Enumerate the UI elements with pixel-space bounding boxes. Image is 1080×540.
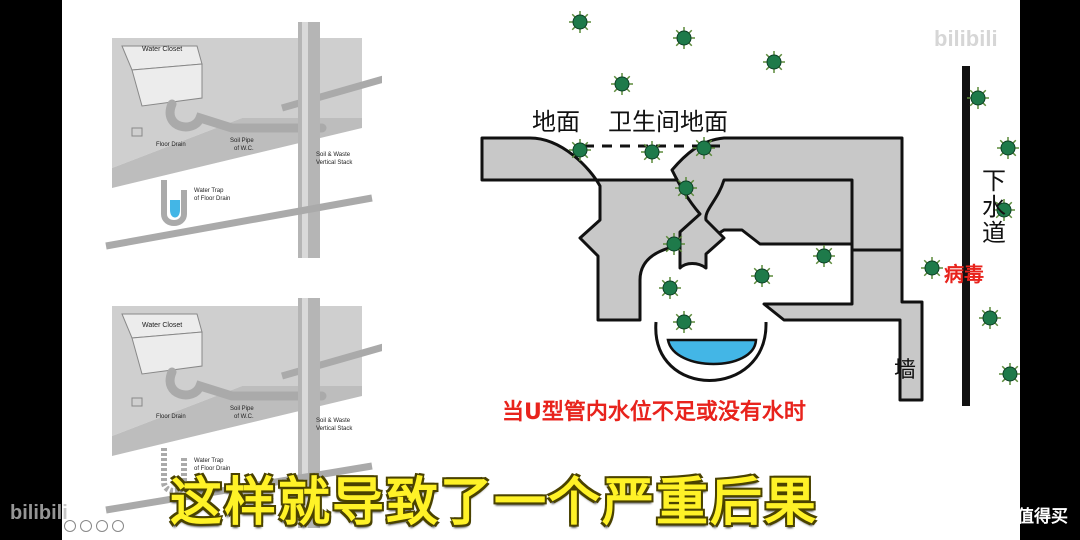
label-vertical-stack: Vertical Stack bbox=[316, 160, 353, 166]
virus-icon bbox=[967, 87, 989, 109]
label-soil-waste: Soil & Waste bbox=[316, 152, 351, 158]
player-controls bbox=[64, 520, 124, 534]
virus-icon bbox=[763, 51, 785, 73]
video-subtitle: 这样就导致了一个严重后果 bbox=[170, 473, 819, 533]
control-icon[interactable] bbox=[112, 520, 124, 532]
label-sewer-text: 下水道 bbox=[982, 167, 1006, 247]
trap-diagram: 地面 卫生间地面 下水道 病毒 墙 当U型管内水位不足或没有水时 bbox=[462, 0, 1020, 440]
brand-badge: 值 什么值得买 bbox=[960, 507, 1068, 527]
schematic-top-drawing bbox=[105, 22, 423, 258]
label-water-trap: Water Trap bbox=[194, 188, 224, 194]
virus-icon bbox=[921, 257, 943, 279]
virus-icon bbox=[659, 277, 681, 299]
virus-icon bbox=[993, 199, 1015, 221]
bilibili-watermark-top: bilibili bbox=[934, 26, 998, 51]
label-water-trap: Water Trap bbox=[194, 458, 224, 464]
label-virus: 病毒 bbox=[944, 262, 984, 286]
slide: Water Closet Floor Drain Soil Pipe of W.… bbox=[62, 0, 1020, 540]
bilibili-watermark-bottom: bilibili bbox=[10, 502, 68, 524]
virus-icon bbox=[569, 11, 591, 33]
virus-icon bbox=[673, 27, 695, 49]
virus-icon bbox=[997, 137, 1019, 159]
label-water-closet: Water Closet bbox=[142, 322, 183, 329]
label-soil-pipe: Soil Pipe bbox=[230, 138, 254, 144]
label-soil-pipe-sub: of W.C. bbox=[234, 146, 254, 152]
virus-icon bbox=[813, 245, 835, 267]
virus-icon bbox=[693, 137, 715, 159]
virus-icon bbox=[611, 73, 633, 95]
control-icon[interactable] bbox=[64, 520, 76, 532]
virus-icon bbox=[641, 141, 663, 163]
label-soil-waste: Soil & Waste bbox=[316, 418, 351, 424]
schematic-top: Water Closet Floor Drain Soil Pipe of W.… bbox=[102, 18, 423, 258]
schematic-bottom: Water Closet Floor Drain Soil Pipe of W.… bbox=[102, 298, 423, 528]
label-soil-pipe: Soil Pipe bbox=[230, 406, 254, 412]
label-ground: 地面 bbox=[532, 108, 580, 136]
label-vertical-stack: Vertical Stack bbox=[316, 426, 353, 432]
label-soil-pipe-sub: of W.C. bbox=[234, 414, 254, 420]
label-wall: 墙 bbox=[894, 358, 917, 383]
label-water-trap-sub: of Floor Drain bbox=[194, 466, 231, 472]
label-sewer: 下水道 bbox=[982, 168, 1010, 246]
diagram-caption: 当U型管内水位不足或没有水时 bbox=[502, 400, 806, 425]
label-bathroom-floor: 卫生间地面 bbox=[608, 108, 728, 136]
virus-icon bbox=[979, 307, 1001, 329]
label-floor-drain: Floor Drain bbox=[156, 414, 186, 420]
virus-icon bbox=[675, 177, 697, 199]
label-floor-drain: Floor Drain bbox=[156, 142, 186, 148]
virus-icon bbox=[569, 139, 591, 161]
virus-icon bbox=[751, 265, 773, 287]
trap-diagram-drawing bbox=[480, 11, 1020, 406]
virus-icon bbox=[673, 311, 695, 333]
control-icon[interactable] bbox=[96, 520, 108, 532]
label-water-closet: Water Closet bbox=[142, 46, 183, 53]
schematic-bottom-drawing bbox=[105, 298, 423, 528]
label-water-trap-sub: of Floor Drain bbox=[194, 196, 231, 202]
control-icon[interactable] bbox=[80, 520, 92, 532]
virus-icon bbox=[663, 233, 685, 255]
virus-icon bbox=[999, 363, 1020, 385]
